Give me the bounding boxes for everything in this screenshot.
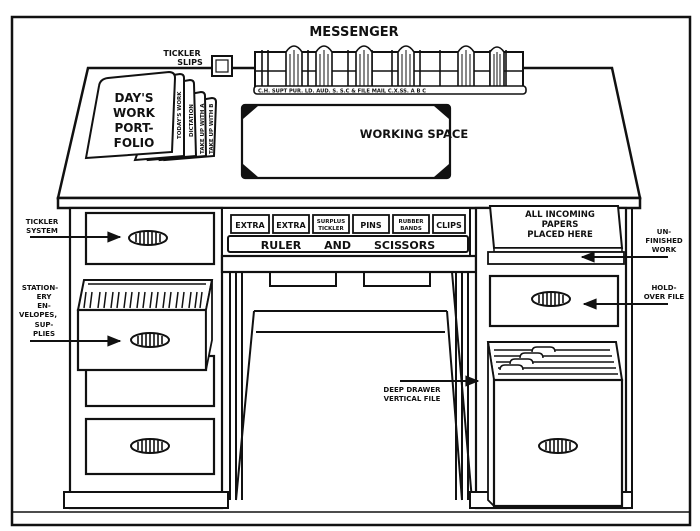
days-work-portfolio: [84, 70, 218, 162]
svg-text:TODAY'S WORK: TODAY'S WORK: [177, 91, 183, 139]
deep-drawer-vertical-file: [486, 341, 624, 509]
svg-text:TAKE UP WITH B: TAKE UP WITH B: [209, 103, 215, 154]
svg-text:UN-: UN-: [657, 228, 672, 236]
svg-text:PLIES: PLIES: [33, 330, 55, 338]
svg-text:SYSTEM: SYSTEM: [26, 227, 58, 235]
callout-hold-over-file: HOLD- OVER FILE: [644, 284, 685, 301]
tray-surplus: SURPLUS: [317, 219, 345, 225]
svg-text:VERTICAL FILE: VERTICAL FILE: [384, 395, 441, 403]
portfolio-tabs: TODAY'S WORK DICTATION TAKE UP WITH A TA…: [177, 91, 215, 154]
callout-tickler-system: TICKLER SYSTEM: [26, 218, 59, 235]
callout-stationery: STATION- ERY EN- VELOPES, SUP- PLIES: [19, 284, 58, 338]
incoming-line2: PAPERS: [542, 220, 579, 230]
tickler-slips-box: [211, 55, 233, 77]
messenger-rail-text: C.H. SUPT PUR. LD. AUD. S. S.C & FILE MA…: [258, 89, 426, 95]
svg-text:FINISHED: FINISHED: [645, 237, 683, 245]
messenger-label: MESSENGER: [309, 25, 398, 40]
svg-text:WORK: WORK: [652, 246, 677, 254]
tray-pins: PINS: [360, 221, 382, 230]
callout-unfinished-work: UN- FINISHED WORK: [645, 228, 683, 254]
svg-text:DAY'S: DAY'S: [114, 91, 153, 105]
incoming-papers-drawer: [487, 205, 625, 265]
svg-text:OVER FILE: OVER FILE: [644, 293, 685, 301]
stationery-drawer: [76, 279, 214, 372]
svg-text:STATION-: STATION-: [22, 284, 58, 292]
svg-text:DEEP DRAWER: DEEP DRAWER: [383, 386, 441, 394]
incoming-line1: ALL INCOMING: [525, 210, 595, 220]
bottom-left-drawer: [84, 417, 216, 476]
svg-text:EN-: EN-: [37, 302, 51, 310]
tickler-system-drawer: [84, 211, 216, 266]
tray-clips: CLIPS: [436, 221, 462, 230]
svg-text:PORT-: PORT-: [114, 121, 153, 135]
svg-text:WORK: WORK: [113, 106, 156, 120]
tray-tickler: TICKLER: [318, 226, 344, 232]
ruler-and-scissors-label: RULER AND SCISSORS: [261, 239, 435, 252]
tray-extra-1: EXTRA: [235, 221, 265, 230]
working-space-blotter: [240, 103, 452, 180]
messenger-rack: [253, 45, 527, 95]
svg-text:TAKE UP WITH A: TAKE UP WITH A: [200, 103, 206, 154]
tray-bands: BANDS: [400, 226, 422, 232]
svg-text:DICTATION: DICTATION: [189, 104, 195, 137]
incoming-line3: PLACED HERE: [527, 230, 593, 240]
svg-text:HOLD-: HOLD-: [651, 284, 676, 292]
svg-text:SUP-: SUP-: [35, 321, 54, 329]
svg-text:VELOPES,: VELOPES,: [19, 311, 57, 319]
tray-compartments: [230, 214, 466, 234]
tray-extra-2: EXTRA: [276, 221, 306, 230]
svg-text:TICKLER: TICKLER: [26, 218, 59, 226]
svg-text:ERY: ERY: [37, 293, 53, 301]
hold-over-drawer: [488, 274, 620, 328]
outer-frame: [10, 15, 692, 527]
svg-text:FOLIO: FOLIO: [114, 136, 155, 150]
callout-arrows: [30, 231, 668, 387]
tray-rubber: RUBBER: [398, 219, 424, 225]
portfolio-title: DAY'S WORK PORT- FOLIO: [113, 91, 156, 150]
tickler-slips-line1: TICKLER: [163, 49, 200, 58]
callout-deep-drawer: DEEP DRAWER VERTICAL FILE: [383, 386, 441, 403]
working-space-label: WORKING SPACE: [360, 127, 469, 141]
tickler-slips-line2: SLIPS: [177, 58, 203, 67]
